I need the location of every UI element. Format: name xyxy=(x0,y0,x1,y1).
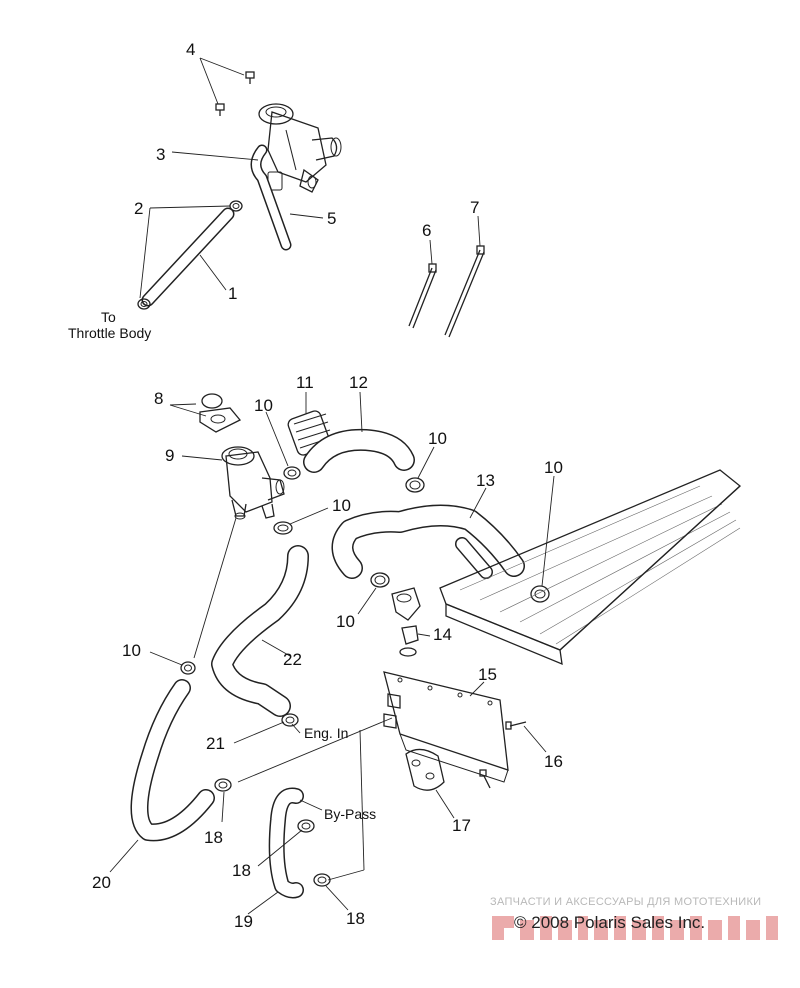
callout-6: 6 xyxy=(422,221,431,240)
callout-8: 8 xyxy=(154,389,163,408)
clamp-10-e xyxy=(530,585,550,603)
watermark-logo xyxy=(492,916,778,940)
callout-17: 17 xyxy=(452,816,471,835)
breather-canister xyxy=(258,103,342,193)
callout-19: 19 xyxy=(234,912,253,931)
hose-12 xyxy=(303,428,415,473)
screws-16 xyxy=(479,721,527,789)
callout-9: 9 xyxy=(165,446,174,465)
callout-2: 2 xyxy=(134,199,143,218)
callout-13: 13 xyxy=(476,471,495,490)
hose-20 xyxy=(130,679,215,842)
callout-18-b: 18 xyxy=(232,861,251,880)
clamp-10-a xyxy=(283,466,301,480)
reservoir-9 xyxy=(221,446,285,520)
thermostat-14 xyxy=(391,587,421,657)
clamp-18-a xyxy=(214,778,232,792)
lower-assembly: 8 9 10 11 12 10 10 13 10 10 14 10 22 15 … xyxy=(92,373,742,931)
callout-22: 22 xyxy=(283,650,302,669)
callout-10-d: 10 xyxy=(544,458,563,477)
bracket-15 xyxy=(383,671,509,783)
vent-hose-5 xyxy=(250,144,292,251)
mount-17 xyxy=(405,748,445,791)
note-to: To xyxy=(101,309,116,325)
tunnel-cooler xyxy=(439,469,742,666)
clamp-10-b xyxy=(405,477,425,493)
note-by-pass: By-Pass xyxy=(324,806,376,822)
callout-14: 14 xyxy=(433,625,452,644)
upper-assembly: 4 3 2 5 1 To Throttle Body xyxy=(68,40,342,341)
hose-22 xyxy=(211,545,309,717)
hose-1 xyxy=(141,207,235,307)
callout-18-a: 18 xyxy=(204,828,223,847)
callout-20: 20 xyxy=(92,873,111,892)
callout-18-c: 18 xyxy=(346,909,365,928)
callout-10-f: 10 xyxy=(122,641,141,660)
note-throttle-body: Throttle Body xyxy=(68,325,151,341)
callout-21: 21 xyxy=(206,734,225,753)
bolt-pair xyxy=(215,71,255,116)
callout-16: 16 xyxy=(544,752,563,771)
callout-11: 11 xyxy=(296,373,314,392)
clamp-10-c xyxy=(273,521,293,535)
hose-13 xyxy=(331,504,525,579)
callout-3: 3 xyxy=(156,145,165,164)
watermark: ЗАПЧАСТИ И АКСЕССУАРЫ ДЛЯ МОТОТЕХНИКИ © … xyxy=(490,896,778,940)
copyright: © 2008 Polaris Sales Inc. xyxy=(514,913,705,932)
clamp-2-lower xyxy=(137,298,151,310)
clamp-18-b xyxy=(297,819,315,833)
callout-12: 12 xyxy=(349,373,368,392)
clamp-18-c xyxy=(313,873,331,887)
cable-ties: 6 7 xyxy=(408,198,485,338)
callout-5: 5 xyxy=(327,209,336,228)
callout-7: 7 xyxy=(470,198,479,217)
note-eng-in: Eng. In xyxy=(304,725,348,741)
callout-4: 4 xyxy=(186,40,195,59)
clamp-21 xyxy=(281,713,299,727)
callout-1: 1 xyxy=(228,284,237,303)
clamp-10-f xyxy=(180,661,196,675)
callout-10-c: 10 xyxy=(332,496,351,515)
cap-gasket-8 xyxy=(199,393,242,433)
callout-10-b: 10 xyxy=(428,429,447,448)
callout-10-a: 10 xyxy=(254,396,273,415)
clamp-10-d xyxy=(370,572,390,588)
callout-15: 15 xyxy=(478,665,497,684)
watermark-tagline: ЗАПЧАСТИ И АКСЕССУАРЫ ДЛЯ МОТОТЕХНИКИ xyxy=(490,896,761,908)
callout-10-e: 10 xyxy=(336,612,355,631)
hose-19 xyxy=(268,787,304,899)
